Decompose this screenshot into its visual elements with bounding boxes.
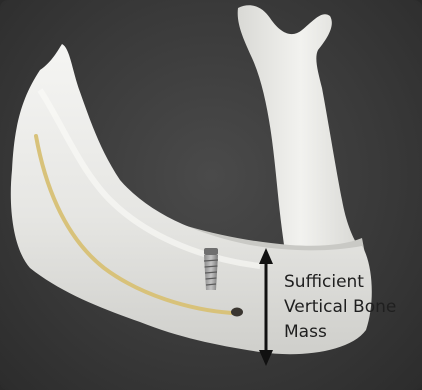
caption-line-1: Sufficient	[284, 270, 414, 295]
caption-line-2: Vertical Bone	[284, 295, 414, 320]
caption-line-3: Mass	[284, 320, 414, 345]
dental-implant	[204, 248, 218, 290]
mental-foramen	[231, 308, 243, 317]
vertical-bone-mass-label: Sufficient Vertical Bone Mass	[284, 270, 414, 345]
